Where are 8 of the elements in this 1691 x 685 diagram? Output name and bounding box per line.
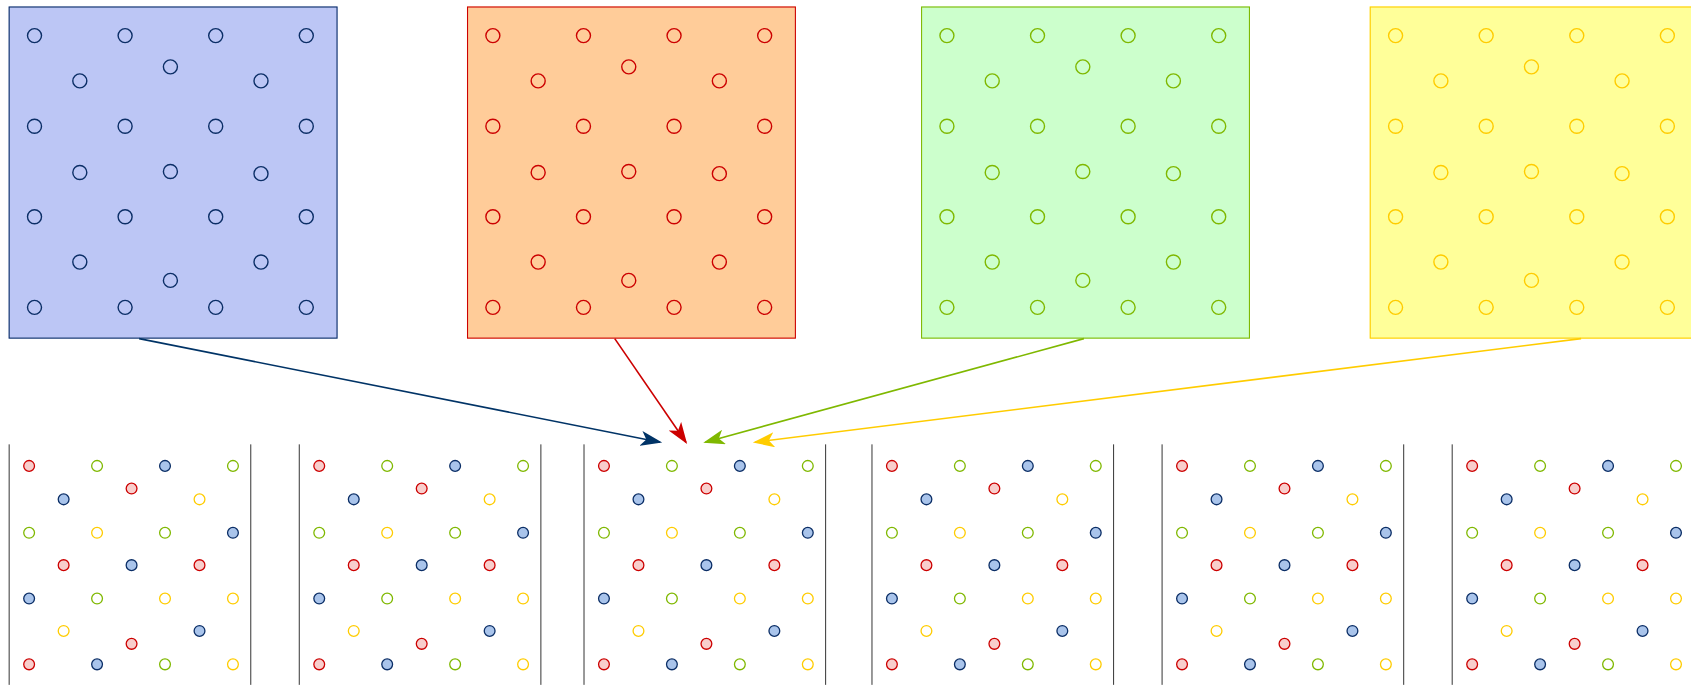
dot-grid-square [8, 6, 338, 339]
dot-grid-square [1369, 6, 1691, 339]
dot-grid-square [467, 6, 796, 339]
arrow [752, 337, 1582, 448]
arrow [613, 337, 688, 444]
arrow [703, 337, 1085, 445]
dot-grid-square [921, 6, 1250, 339]
arrow [138, 337, 663, 446]
